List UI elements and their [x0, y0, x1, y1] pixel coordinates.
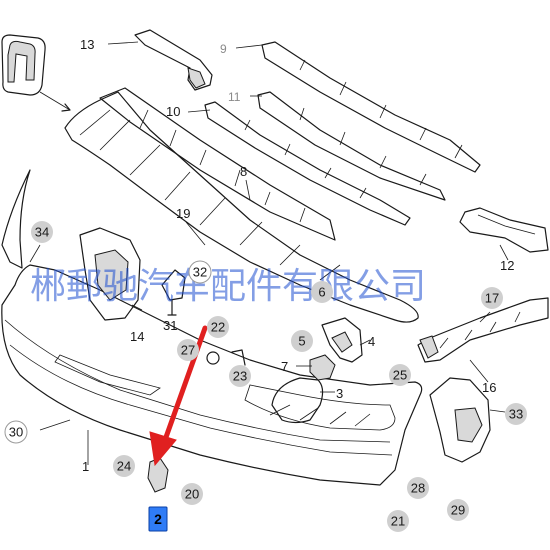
callout-17: 17 [485, 291, 499, 306]
watermark-text: 郴郵驰汽车配件有限公司 [30, 265, 426, 306]
callout-21: 21 [391, 514, 405, 529]
middle-bracket-strip [257, 91, 446, 201]
callout-30: 30 [9, 425, 23, 440]
callout-3: 3 [336, 386, 343, 401]
side-mount-bracket-right [459, 207, 549, 253]
callout-11: 11 [228, 90, 241, 104]
callout-24: 24 [117, 459, 131, 474]
left-inner-bracket [79, 227, 141, 321]
callout-10: 10 [166, 104, 180, 119]
callout-1: 1 [82, 459, 89, 474]
small-fasteners [147, 269, 246, 493]
callout-22: 22 [211, 320, 225, 335]
circled-callouts: 34 32 6 22 27 23 5 25 17 33 30 24 20 28 … [4, 221, 527, 532]
lower-bracket-strip [204, 101, 411, 226]
callout-12: 12 [500, 258, 514, 273]
right-side-mount-rail [417, 297, 549, 363]
callout-33: 33 [509, 407, 523, 422]
callout-27: 27 [181, 343, 195, 358]
callout-7: 7 [281, 359, 288, 374]
callout-31: 31 [163, 318, 177, 333]
upper-seal-strip [64, 91, 419, 323]
callout-4: 4 [368, 334, 375, 349]
callout-9: 9 [220, 42, 227, 56]
top-bracket-strip [261, 41, 481, 173]
retaining-clip [309, 354, 336, 381]
bumper-cover [1, 169, 423, 486]
callout-34: 34 [35, 225, 49, 240]
callout-28: 28 [411, 481, 425, 496]
seal-profile-inset [1, 34, 71, 112]
callout-6: 6 [318, 285, 325, 300]
center-mount-bracket [321, 317, 363, 363]
leader-lines [29, 41, 509, 465]
callout-23: 23 [233, 369, 247, 384]
callout-8: 8 [240, 164, 247, 179]
callout-5: 5 [298, 334, 305, 349]
callout-29: 29 [451, 503, 465, 518]
callout-14: 14 [130, 329, 144, 344]
impact-absorber [99, 87, 336, 241]
callout-19: 19 [176, 206, 190, 221]
highlighted-callout-2: 2 [148, 506, 168, 532]
callout-2: 2 [154, 511, 162, 527]
right-corner-bracket [429, 377, 491, 463]
callout-32: 32 [193, 265, 207, 280]
callout-25: 25 [393, 368, 407, 383]
callout-16: 16 [482, 380, 496, 395]
callout-20: 20 [185, 487, 199, 502]
upper-mount-bracket [134, 29, 213, 91]
tow-hook-cover [271, 377, 324, 424]
callout-labels: 13 9 11 10 8 19 12 4 7 3 16 1 14 31 [80, 37, 514, 474]
callout-13: 13 [80, 37, 94, 52]
